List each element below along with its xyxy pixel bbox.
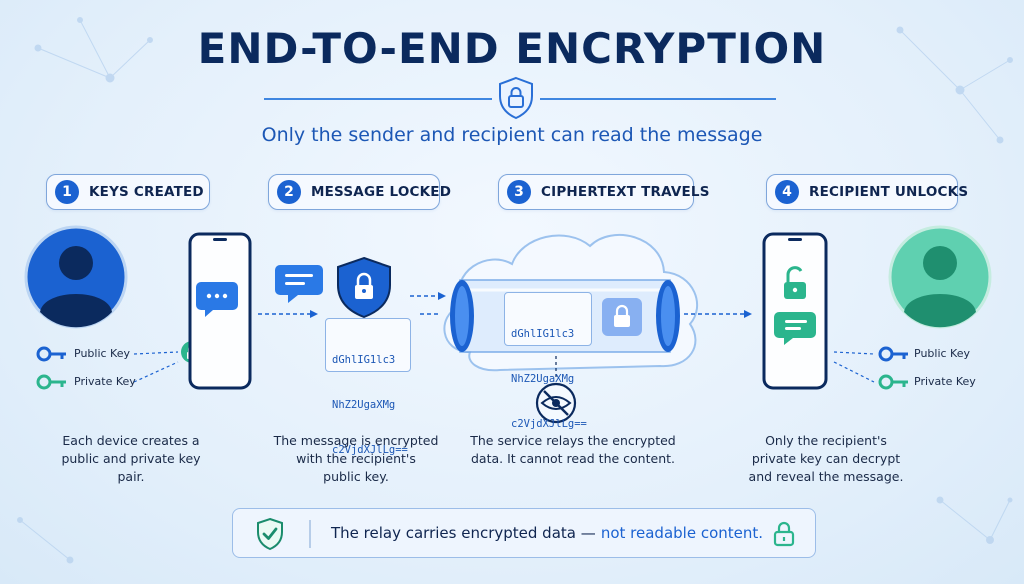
banner-text-main: The relay carries encrypted data —: [331, 524, 596, 542]
sender-public-key-icon: [36, 346, 66, 362]
step-1-label: KEYS CREATED: [89, 184, 204, 200]
caption-line: The message is encrypted: [273, 433, 439, 448]
locked-ciphertext-line: dGhlIG1lc3: [332, 354, 396, 366]
no-eye-icon: [535, 382, 577, 424]
sender-phone-icon: [188, 232, 252, 390]
step-2-number: 2: [277, 180, 301, 204]
unlocked-padlock-icon: [784, 266, 806, 299]
locked-ciphertext-line: NhZ2UgaXMg: [332, 399, 396, 411]
travel-ciphertext-line: dGhlIG1lc3: [511, 328, 575, 340]
travelling-ciphertext-box: dGhlIG1lc3 NhZ2UgaXMg c2VjdXJlLg==: [504, 292, 592, 430]
step-2-pill: 2 MESSAGE LOCKED: [268, 174, 451, 210]
message-bubble-icon: [275, 265, 323, 303]
locked-ciphertext-box: dGhlIG1lc3 NhZ2UgaXMg c2VjdXJlLg==: [325, 318, 411, 456]
step-1-pill: 1 KEYS CREATED: [46, 174, 210, 210]
padlock-icon: [773, 521, 795, 547]
step-4-pill: 4 RECIPIENT UNLOCKS: [766, 174, 968, 210]
step-3-pill: 3 CIPHERTEXT TRAVELS: [498, 174, 709, 210]
tunnel-lock-icon: [602, 298, 642, 336]
step-4-number: 4: [775, 180, 799, 204]
summary-banner: The relay carries encrypted data — not r…: [232, 508, 816, 558]
shield-lock-icon: [499, 76, 533, 120]
recipient-avatar: [888, 225, 992, 329]
encryption-shield-icon: [337, 256, 391, 319]
step-4-caption: Only the recipient's private key can dec…: [738, 432, 914, 486]
recipient-phone-icon: [762, 232, 828, 390]
step-2-caption: The message is encrypted with the recipi…: [268, 432, 444, 486]
sender-public-key-label: Public Key: [74, 347, 130, 360]
page-subtitle: Only the sender and recipient can read t…: [261, 124, 763, 146]
banner-text-highlight: not readable content.: [600, 524, 764, 542]
caption-line: Each device creates a: [62, 433, 200, 448]
travel-ciphertext-line: c2VjdXJlLg==: [511, 418, 587, 430]
sender-private-key-label: Private Key: [74, 375, 136, 388]
banner-message: The relay carries encrypted data — not r…: [331, 523, 763, 542]
caption-line: public key.: [323, 469, 389, 484]
step-3-label: CIPHERTEXT TRAVELS: [541, 184, 710, 200]
caption-line: data. It cannot read the content.: [470, 451, 675, 466]
step-2-label: MESSAGE LOCKED: [311, 184, 452, 200]
step-1-number: 1: [55, 180, 79, 204]
banner-divider: [309, 520, 311, 548]
travel-ciphertext-line: NhZ2UgaXMg: [511, 373, 575, 385]
sender-avatar: [24, 225, 128, 329]
step-3-number: 3: [507, 180, 531, 204]
recipient-private-key-icon: [878, 374, 908, 390]
locked-ciphertext-line: c2VjdXJlLg==: [332, 444, 408, 456]
step-1-caption: Each device creates a public and private…: [46, 432, 216, 486]
sender-private-key-icon: [36, 374, 66, 390]
caption-line: The service relays the encrypted: [470, 433, 676, 448]
step-3-caption: The service relays the encrypted data. I…: [466, 432, 680, 468]
recipient-public-key-icon: [878, 346, 908, 362]
caption-line: with the recipient's: [296, 451, 416, 466]
decrypted-message-icon: [774, 312, 816, 345]
caption-line: Only the recipient's: [765, 433, 887, 448]
recipient-private-key-label: Private Key: [914, 375, 976, 388]
page-title: END-TO-END ENCRYPTION: [197, 24, 827, 73]
caption-line: and reveal the message.: [748, 469, 904, 484]
shield-check-icon: [257, 517, 283, 551]
step-4-label: RECIPIENT UNLOCKS: [809, 184, 969, 200]
caption-line: public and private key pair.: [61, 451, 201, 484]
recipient-public-key-label: Public Key: [914, 347, 970, 360]
caption-line: private key can decrypt: [751, 451, 901, 466]
